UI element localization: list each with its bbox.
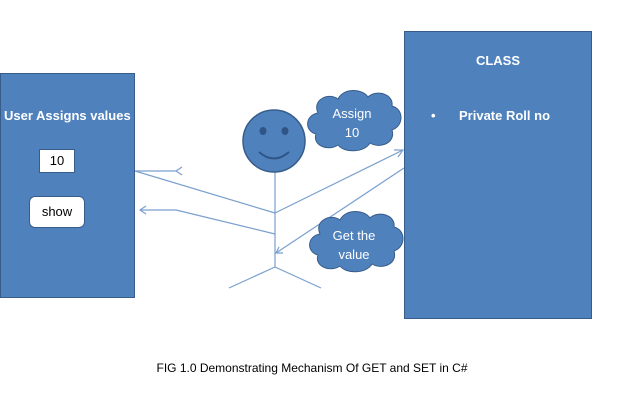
cloud-get-line1: Get the xyxy=(332,228,376,243)
bullet-icon: • xyxy=(431,108,436,123)
class-box: CLASS • Private Roll no xyxy=(404,31,592,319)
arrow-head-class xyxy=(394,149,405,158)
arrow-to-user-lower xyxy=(175,209,276,235)
cloud-assign-label: Assign 10 xyxy=(316,104,388,142)
cloud-get-label: Get the value xyxy=(318,226,390,264)
class-member-item: • Private Roll no xyxy=(431,108,550,123)
cloud-get-line2: value xyxy=(338,247,370,262)
cloud-assign-icon xyxy=(307,90,402,152)
arrow-to-class xyxy=(274,149,404,214)
cloud-get-icon xyxy=(309,211,404,273)
figure-caption: FIG 1.0 Demonstrating Mechanism Of GET a… xyxy=(156,361,468,375)
arrow-head-get xyxy=(275,246,283,254)
arrow-to-user-upper xyxy=(134,170,276,214)
class-box-title: CLASS xyxy=(475,53,521,68)
smiley-face-icon xyxy=(242,109,306,173)
arrow-head-user-lower xyxy=(138,205,147,215)
value-field[interactable]: 10 xyxy=(39,149,75,173)
stick-figure-right-leg xyxy=(274,266,322,289)
cloud-assign-line2: 10 xyxy=(344,125,360,140)
show-button[interactable]: show xyxy=(29,196,85,228)
stick-figure-left-leg xyxy=(228,266,276,289)
arrow-from-class xyxy=(275,167,405,254)
class-member-label: Private Roll no xyxy=(459,108,551,123)
user-box-title: User Assigns values xyxy=(4,108,131,123)
arrow-head-user-upper xyxy=(174,166,183,176)
cloud-assign-line1: Assign xyxy=(332,106,372,121)
user-box: User Assigns values 10 show xyxy=(0,73,135,298)
